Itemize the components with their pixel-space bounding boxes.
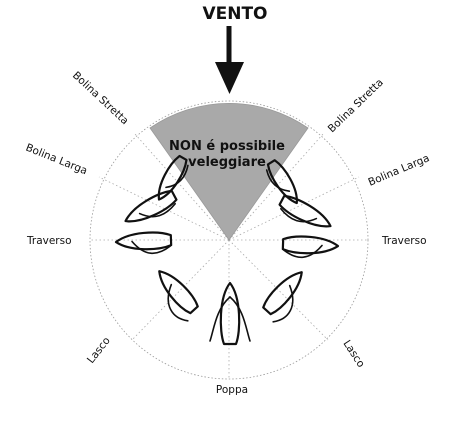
label-lasco-left: Lasco	[85, 335, 113, 366]
label-poppa: Poppa	[216, 384, 248, 396]
label-traverso-right: Traverso	[381, 235, 427, 247]
label-lasco-right: Lasco	[340, 338, 366, 370]
label-bolina-larga-left: Bolina Larga	[24, 142, 89, 178]
boat-poppa	[209, 281, 251, 346]
boat-traverso-left	[114, 231, 173, 255]
boat-bolina-larga-left	[124, 189, 178, 223]
boat-bolina-larga-right	[278, 194, 332, 228]
outer-circle	[89, 100, 369, 380]
boat-lasco-right	[262, 271, 303, 323]
label-bolina-stretta-left: Bolina Stretta	[70, 69, 131, 127]
label-traverso-left: Traverso	[26, 235, 72, 247]
label-bolina-larga-right: Bolina Larga	[366, 152, 431, 189]
no-go-text-line2: veleggiare	[188, 155, 266, 170]
boat-bolina-stretta-right	[265, 159, 298, 205]
no-go-text-line1: NON é possibile	[169, 139, 285, 154]
wind-title: VENTO	[202, 4, 267, 24]
wind-arrow-icon	[215, 26, 244, 94]
no-go-sector	[149, 102, 309, 241]
label-bolina-stretta-right: Bolina Stretta	[326, 77, 386, 136]
boat-traverso-right	[281, 235, 340, 259]
boat-lasco-left	[158, 270, 199, 322]
radial-guides	[90, 133, 368, 379]
